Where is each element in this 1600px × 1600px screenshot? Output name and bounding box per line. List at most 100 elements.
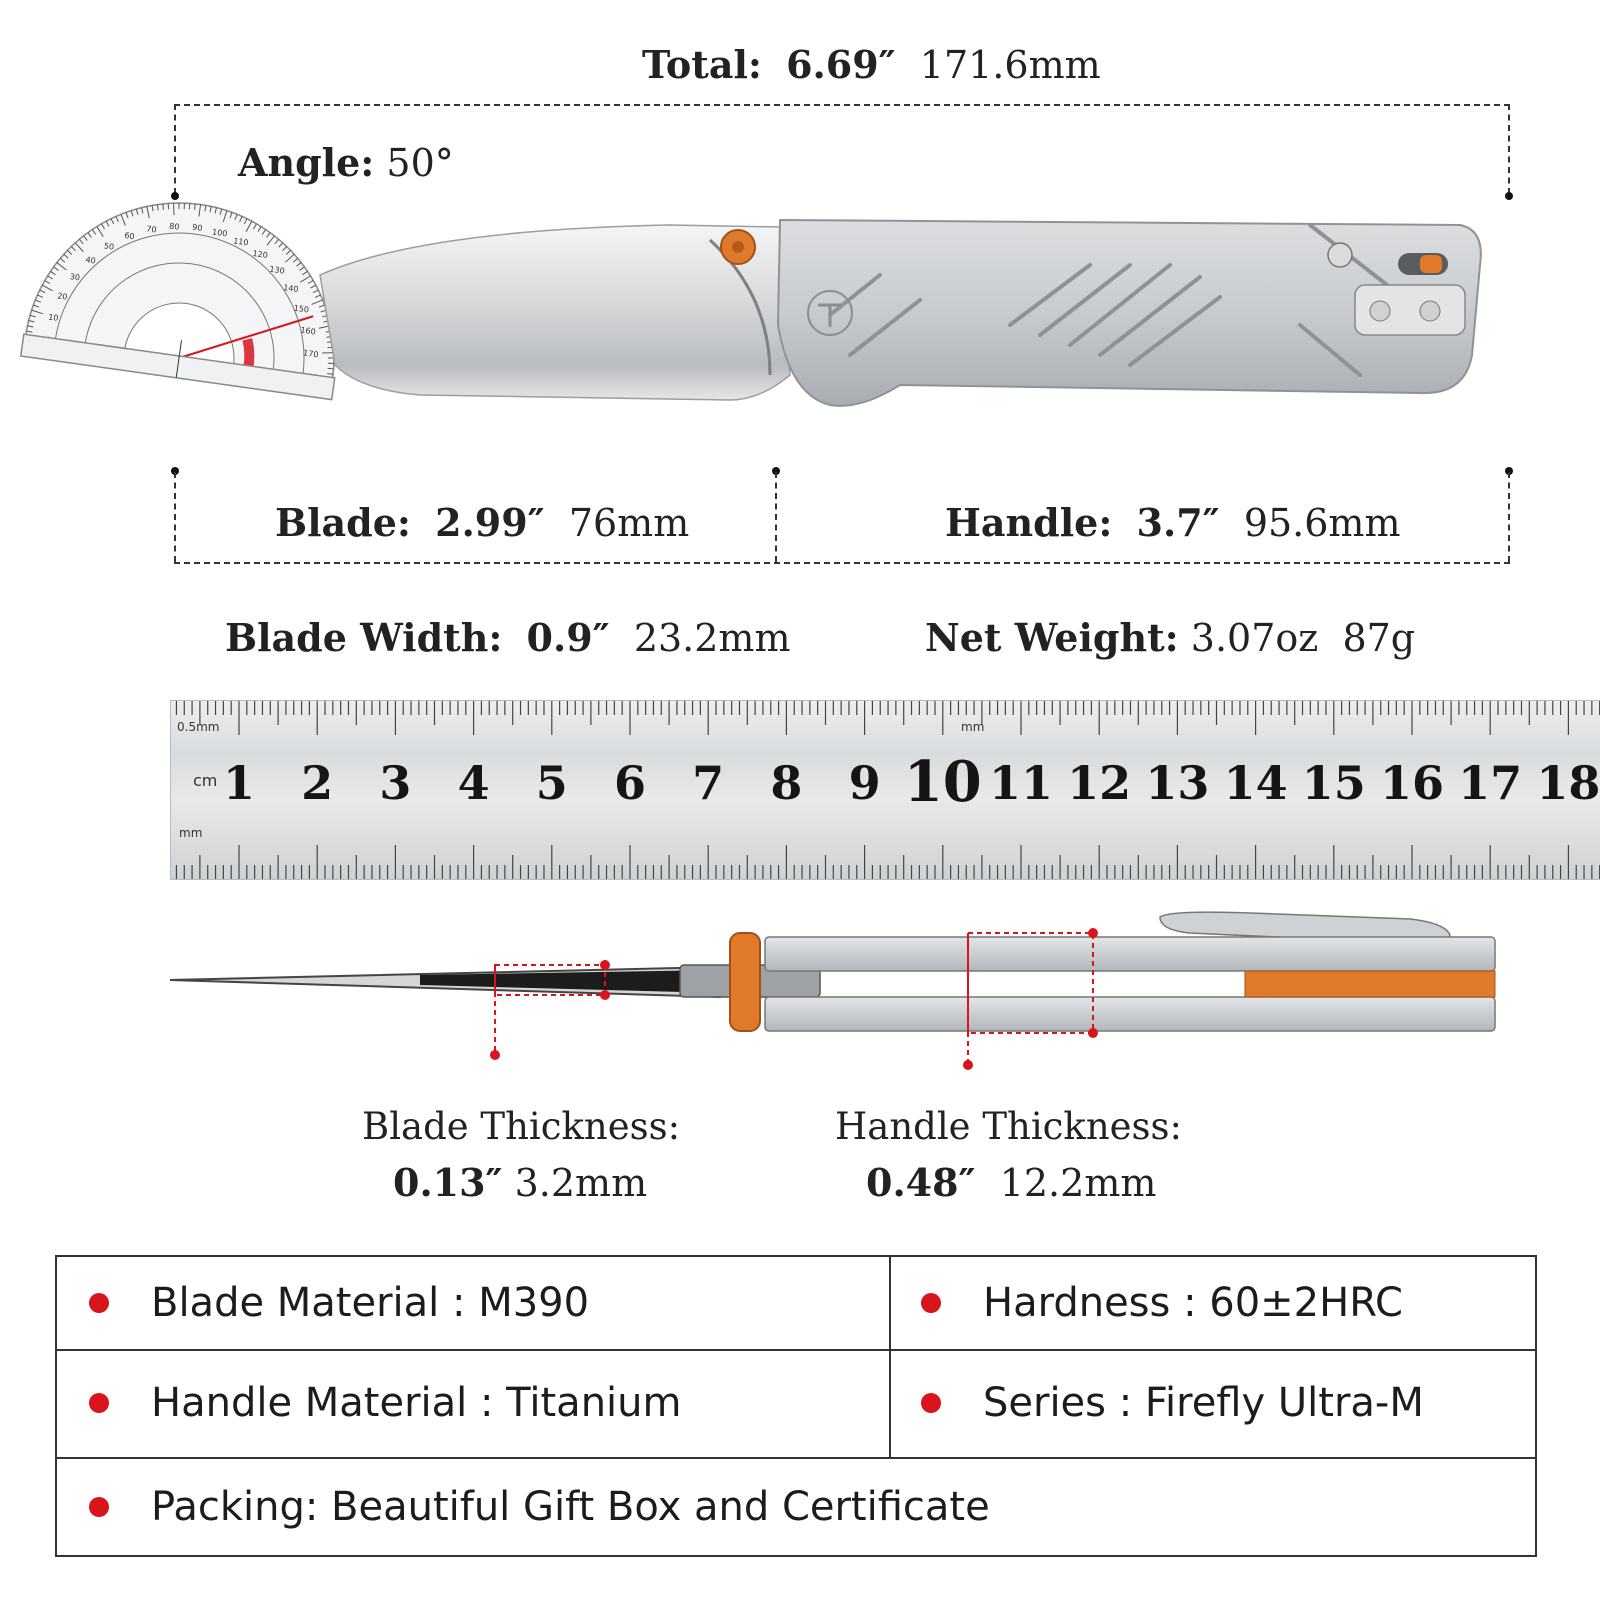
net-weight-g: 87g bbox=[1342, 616, 1416, 660]
protractor-tick bbox=[261, 229, 267, 235]
angle-label: Angle: 50° bbox=[238, 140, 454, 185]
handle-slab-top bbox=[764, 936, 1496, 972]
spec-series-text: Series : Firefly Ultra-M bbox=[983, 1380, 1424, 1426]
blade-width-label-text: Blade Width: bbox=[225, 615, 503, 660]
protractor: 0102030405060708090100110120130140150160… bbox=[19, 202, 336, 401]
protractor-tick bbox=[91, 229, 97, 235]
protractor-tick bbox=[222, 210, 228, 223]
ruler-number: 4 bbox=[457, 756, 490, 810]
spec-hardness: Hardness : 60±2HRC bbox=[889, 1257, 1539, 1349]
protractor-tick bbox=[292, 257, 299, 263]
protractor-tick bbox=[37, 294, 44, 298]
protractor-tick bbox=[130, 210, 134, 217]
protractor-tick bbox=[101, 223, 105, 230]
protractor-tick bbox=[105, 220, 110, 227]
protractor-tick bbox=[70, 246, 76, 252]
spec-handle-material-text: Handle Material : Titanium bbox=[151, 1380, 682, 1426]
total-left-tick bbox=[174, 104, 176, 194]
spec-blade-material-text: Blade Material : M390 bbox=[151, 1280, 590, 1326]
blade-thickness-mm: 3.2mm bbox=[514, 1161, 648, 1205]
handle-shape bbox=[776, 218, 1482, 407]
blade-length-label: Blade: 2.99″ 76mm bbox=[275, 500, 689, 545]
protractor-tick bbox=[87, 232, 92, 238]
blade-handle-dot bbox=[772, 467, 780, 475]
protractor-tick bbox=[318, 304, 325, 308]
blade-shape bbox=[319, 224, 791, 401]
ruler-unit-cm: cm bbox=[193, 771, 218, 790]
protractor-tick bbox=[198, 204, 202, 217]
protractor-tick bbox=[274, 238, 280, 245]
protractor-tick bbox=[59, 257, 66, 263]
protractor-tick bbox=[33, 304, 40, 308]
protractor-tick bbox=[74, 242, 84, 253]
bullet-icon bbox=[89, 1293, 109, 1313]
protractor-tick bbox=[253, 223, 257, 230]
net-weight-label-text: Net Weight: bbox=[925, 615, 1179, 660]
protractor-number: 70 bbox=[146, 224, 157, 234]
protractor-tick bbox=[243, 218, 248, 225]
protractor-tick bbox=[209, 206, 212, 213]
protractor-tick bbox=[188, 203, 191, 210]
protractor-tick bbox=[219, 208, 223, 215]
protractor-tick bbox=[239, 216, 243, 223]
protractor-tick bbox=[194, 203, 196, 210]
net-weight-oz: 3.07oz bbox=[1190, 616, 1319, 660]
spec-packing-text: Packing: Beautiful Gift Box and Certific… bbox=[151, 1484, 990, 1530]
pocket-clip-icon bbox=[1354, 284, 1466, 336]
protractor-tick bbox=[327, 373, 334, 375]
protractor-tick bbox=[302, 270, 308, 276]
protractor-tick bbox=[31, 309, 44, 315]
protractor-tick bbox=[312, 289, 319, 294]
handle-length-label: Handle: 3.7″ 95.6mm bbox=[945, 500, 1401, 545]
spec-table: Blade Material : M390 Hardness : 60±2HRC… bbox=[55, 1255, 1537, 1557]
protractor-number: 40 bbox=[85, 255, 96, 265]
bullet-icon bbox=[921, 1393, 941, 1413]
ruler-number: 8 bbox=[770, 756, 803, 810]
blade-mm: 76mm bbox=[568, 501, 690, 545]
protractor-tick bbox=[96, 226, 104, 237]
protractor-number: 140 bbox=[283, 283, 299, 294]
protractor-tick bbox=[125, 212, 129, 219]
ruler-number: 7 bbox=[692, 756, 725, 810]
protractor-number: 90 bbox=[192, 223, 203, 233]
protractor-tick bbox=[44, 280, 51, 284]
spec-series: Series : Firefly Ultra-M bbox=[889, 1349, 1539, 1457]
protractor-number: 110 bbox=[233, 236, 249, 247]
blade-handle-tick bbox=[775, 472, 777, 562]
protractor-tick bbox=[282, 246, 288, 252]
handle-slab-bottom bbox=[764, 996, 1496, 1032]
handle-thickness-label-text: Handle Thickness: bbox=[835, 1105, 1182, 1148]
handle-right-dot bbox=[1505, 467, 1513, 475]
ruler-number: 13 bbox=[1145, 756, 1210, 810]
protractor-tick bbox=[234, 214, 238, 221]
total-dimension-line bbox=[174, 104, 1510, 106]
total-right-tick bbox=[1508, 104, 1510, 194]
ruler-number: 15 bbox=[1301, 756, 1366, 810]
protractor-tick bbox=[50, 270, 56, 276]
handle-label: Handle: bbox=[945, 500, 1113, 545]
protractor-number: 60 bbox=[124, 231, 135, 241]
protractor-tick bbox=[156, 204, 159, 211]
protractor-number: 30 bbox=[69, 272, 80, 282]
angle-value: 50° bbox=[386, 141, 454, 185]
knife-side-view bbox=[319, 218, 1482, 407]
protractor-tick bbox=[78, 238, 84, 245]
ruler-number: 16 bbox=[1379, 756, 1445, 810]
protractor-tick bbox=[328, 357, 334, 359]
ruler-number: 18 bbox=[1536, 756, 1600, 810]
protractor-tick bbox=[27, 325, 34, 328]
protractor-tick bbox=[53, 266, 59, 271]
protractor-tick bbox=[327, 362, 334, 364]
table-row-divider bbox=[57, 1457, 1535, 1459]
protractor-number: 50 bbox=[103, 241, 114, 251]
ruler-number: 11 bbox=[988, 756, 1054, 810]
protractor-tick bbox=[266, 235, 275, 246]
protractor-number: 130 bbox=[269, 265, 285, 276]
ruler-number: 12 bbox=[1067, 756, 1132, 810]
screw-icon bbox=[1327, 242, 1353, 268]
knife-top-view bbox=[169, 911, 1496, 1070]
blade-thickness-inch: 0.13″ bbox=[393, 1160, 503, 1205]
handle-right-tick bbox=[1508, 472, 1510, 562]
protractor-number: 170 bbox=[303, 348, 319, 359]
protractor-tick bbox=[141, 207, 144, 214]
